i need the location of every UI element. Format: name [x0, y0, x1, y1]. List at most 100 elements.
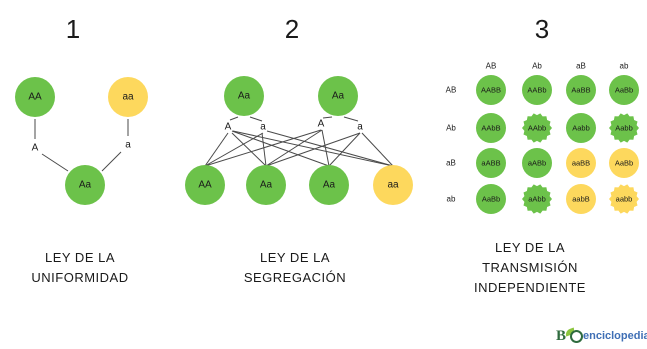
column-gamete-label: Ab — [532, 62, 542, 71]
cross-line — [265, 132, 361, 167]
genotype-label: aabB — [572, 195, 590, 204]
genotype-label: AA — [28, 92, 42, 103]
genotype-label: AA — [198, 180, 212, 191]
bioenciclopedia-logo: B enciclopedia — [556, 327, 647, 347]
genotype-label: Aa — [238, 91, 251, 102]
cross-line — [261, 132, 267, 167]
gamete-label: A — [225, 122, 232, 133]
gamete-label: a — [260, 122, 266, 133]
genotype-label: AAbb — [528, 124, 546, 133]
genotype-label: Aa — [332, 91, 345, 102]
gamete-label: a — [357, 122, 363, 133]
parent-pea — [224, 76, 264, 116]
row-gamete-label: aB — [446, 159, 456, 168]
punnett-cell-pea — [522, 148, 552, 178]
offspring-pea — [373, 165, 413, 205]
genotype-label: Aabb — [615, 124, 633, 133]
offspring-pea — [185, 165, 225, 205]
genotype-label: aa — [122, 92, 134, 103]
cross-line — [204, 132, 264, 167]
punnett-cell-pea — [566, 113, 596, 143]
logo-ring-icon — [570, 330, 583, 343]
genotype-label: aaBB — [572, 159, 590, 168]
panel-number: 1 — [66, 14, 80, 44]
caption-line: INDEPENDIENTE — [474, 280, 586, 295]
punnett-cell-pea — [476, 148, 506, 178]
gamete-label: A — [318, 119, 325, 130]
gamete-label: a — [125, 140, 131, 151]
caption-independent: LEY DE LA TRANSMISIÓN INDEPENDIENTE — [440, 238, 620, 298]
cross-line — [204, 132, 229, 167]
logo-text: enciclopedia — [583, 330, 647, 342]
punnett-cell-pea — [522, 184, 552, 214]
offspring-pea — [246, 165, 286, 205]
punnett-cell-pea — [566, 184, 596, 214]
genotype-label: aAbb — [528, 195, 546, 204]
offspring-pea — [309, 165, 349, 205]
column-gamete-label: ab — [620, 62, 629, 71]
genotype-label: AaBb — [615, 86, 633, 95]
genotype-label: Aa — [260, 180, 273, 191]
punnett-cell-pea — [566, 75, 596, 105]
cross-line — [328, 132, 361, 167]
caption-line: TRANSMISIÓN — [482, 260, 578, 275]
genotype-label: aABB — [481, 159, 500, 168]
genotype-label: AAbB — [481, 124, 500, 133]
panel-number: 3 — [535, 14, 549, 44]
offspring-pea — [65, 165, 105, 205]
logo-mark: B — [556, 328, 567, 344]
caption-line: UNIFORMIDAD — [31, 270, 129, 285]
connector-line — [249, 116, 263, 122]
caption-uniformity: LEY DE LA UNIFORMIDAD — [10, 248, 150, 288]
punnett-cell-pea — [522, 75, 552, 105]
parent-pea — [318, 76, 358, 116]
genotype-label: Aa — [79, 180, 92, 191]
punnett-cell-pea — [609, 184, 639, 214]
connector-line — [229, 116, 239, 121]
caption-line: SEGREGACIÓN — [243, 270, 347, 285]
punnett-cell-pea — [609, 148, 639, 178]
punnett-cell-pea — [476, 75, 506, 105]
punnett-cell-pea — [522, 113, 552, 143]
genotype-label: AABb — [527, 86, 546, 95]
parent-pea — [108, 77, 148, 117]
punnett-cell-pea — [476, 184, 506, 214]
row-gamete-label: ab — [447, 195, 456, 204]
cross-line — [231, 132, 267, 167]
punnett-cell-pea — [476, 113, 506, 143]
punnett-cell-pea — [609, 113, 639, 143]
column-gamete-label: AB — [486, 62, 497, 71]
cross-line — [265, 129, 323, 167]
genotype-label: Aa — [323, 180, 336, 191]
connector-line — [322, 116, 333, 119]
cross-line — [361, 132, 394, 167]
parent-pea — [15, 77, 55, 117]
row-gamete-label: Ab — [446, 124, 456, 133]
genotype-label: aa — [387, 180, 399, 191]
caption-line: LEY DE LA — [259, 250, 331, 265]
gamete-label: A — [32, 143, 39, 154]
genotype-label: aABb — [528, 159, 546, 168]
genotype-label: aabb — [616, 195, 633, 204]
cross-line — [321, 129, 330, 167]
connector-line — [101, 151, 122, 172]
caption-segregation: LEY DE LA SEGREGACIÓN — [225, 248, 365, 288]
genotype-label: Aabb — [572, 124, 590, 133]
punnett-cell-pea — [566, 148, 596, 178]
column-gamete-label: aB — [576, 62, 586, 71]
row-gamete-label: AB — [446, 86, 457, 95]
caption-line: LEY DE LA — [494, 240, 566, 255]
genotype-label: AaBB — [571, 86, 590, 95]
connector-line — [41, 153, 69, 172]
cross-line — [266, 130, 394, 167]
caption-line: LEY DE LA — [44, 250, 116, 265]
punnett-cell-pea — [609, 75, 639, 105]
cross-line — [231, 130, 330, 167]
cross-line — [204, 129, 322, 167]
genotype-label: AABB — [481, 86, 501, 95]
genotype-label: AaBb — [615, 159, 633, 168]
genotype-label: AaBb — [482, 195, 500, 204]
connector-line — [343, 116, 359, 122]
